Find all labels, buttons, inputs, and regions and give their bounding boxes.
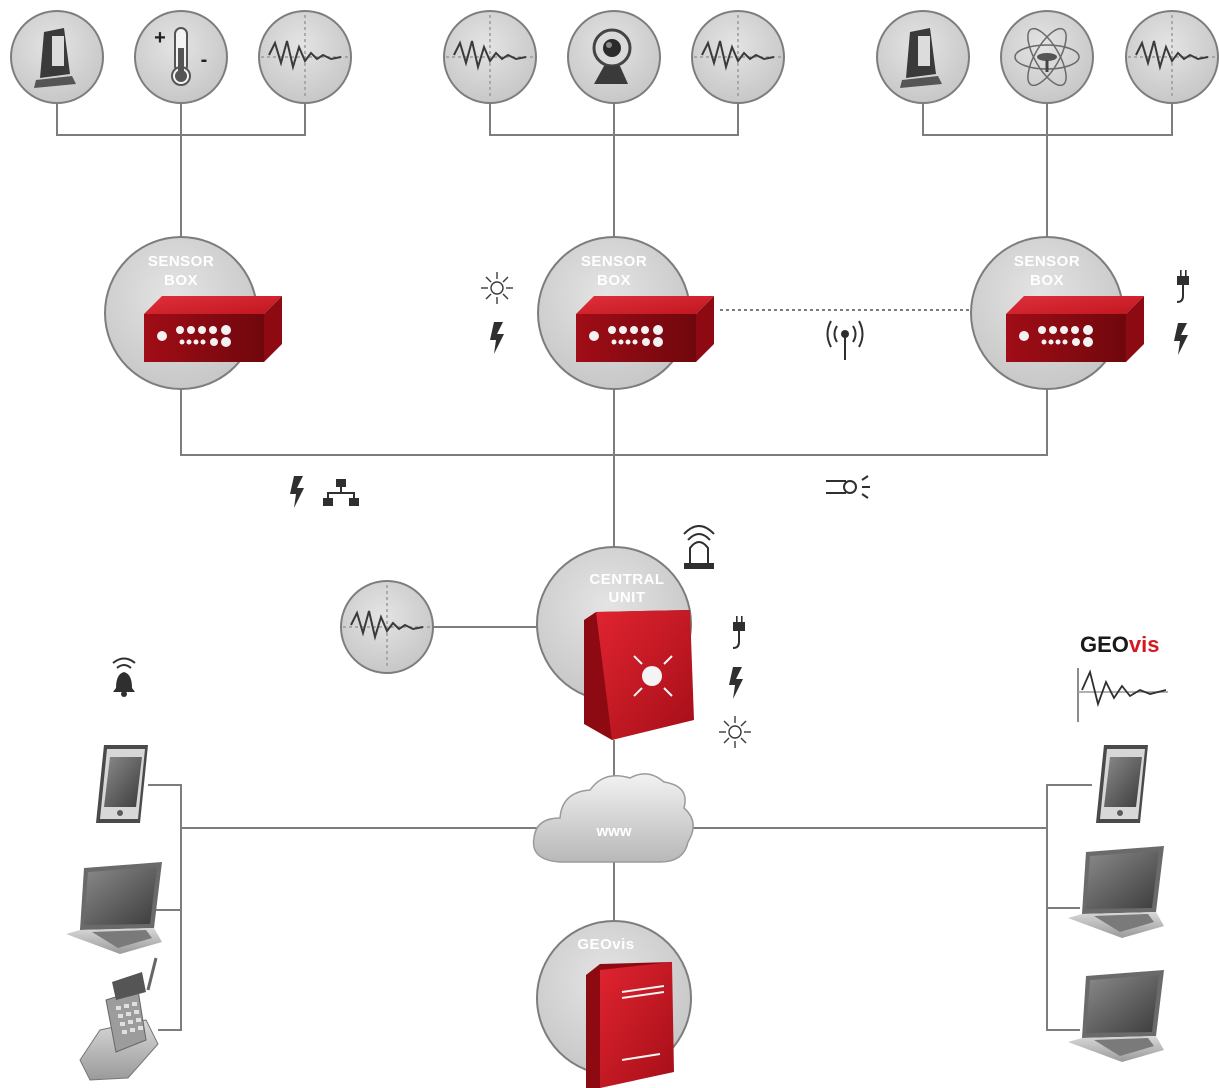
total-station-icon: [34, 28, 76, 88]
sensor-box-device: [1006, 296, 1144, 362]
sensor-group-2: [443, 10, 785, 104]
svg-text:-: -: [201, 49, 208, 71]
sensor-group-3: [876, 10, 1219, 104]
total-station-icon: [900, 28, 942, 88]
laptop-icon[interactable]: [1068, 970, 1164, 1062]
central-unit[interactable]: CENTRAL UNIT: [536, 546, 694, 740]
sensor-box-device: [144, 296, 282, 362]
central-unit-label-line2: UNIT: [609, 589, 646, 606]
central-unit-label-line1: CENTRAL: [589, 571, 664, 588]
sensor-box-2[interactable]: SENSOR BOX: [537, 236, 714, 390]
gnss-sensor: [1000, 10, 1094, 104]
waveform-sensor: [1125, 10, 1219, 104]
plug-icon: [1176, 269, 1190, 303]
total-station-sensor: [876, 10, 970, 104]
wireless-icon: [826, 320, 864, 360]
sensor-box-3[interactable]: SENSOR BOX: [970, 236, 1144, 390]
server-device: [586, 962, 674, 1088]
connection-lines: [56, 102, 1173, 1031]
sensor-box-label-line2: BOX: [1030, 272, 1064, 289]
laptop-icon[interactable]: [66, 862, 162, 954]
brand-prefix: GEO: [1080, 632, 1129, 657]
lightning-icon: [290, 476, 304, 508]
central-unit-device: [584, 610, 694, 740]
sensor-box-label-line2: BOX: [164, 272, 198, 289]
side-waveform-sensor: [340, 580, 434, 674]
total-station-sensor: [10, 10, 104, 104]
lightning-icon: [729, 667, 743, 699]
sun-icon: [480, 271, 514, 305]
lightning-icon: [1174, 323, 1188, 355]
sensor-group-1: + -: [10, 10, 352, 104]
svg-text:GEOvis: GEOvis: [1080, 632, 1160, 657]
sensor-box-label-line2: BOX: [597, 272, 631, 289]
laptop-icon[interactable]: [1068, 846, 1164, 938]
internet-cloud: www: [532, 773, 694, 863]
sensor-box-label-line1: SENSOR: [148, 253, 214, 270]
sun-icon: [718, 715, 752, 749]
lightning-icon: [490, 322, 504, 354]
thermometer-sensor: + -: [134, 10, 228, 104]
waveform-sensor: [691, 10, 785, 104]
brand-suffix: vis: [1129, 632, 1160, 657]
gnss-icon: [1014, 27, 1080, 87]
waveform-sensor: [443, 10, 537, 104]
sensor-box-device: [576, 296, 714, 362]
svg-text:+: +: [154, 27, 166, 49]
webcam-icon: [592, 28, 632, 84]
smartphone-icon[interactable]: [1096, 745, 1148, 823]
bell-icon: [112, 657, 136, 697]
sensor-box-1[interactable]: SENSOR BOX: [104, 236, 282, 390]
plug-icon: [732, 615, 746, 649]
server-label: GEOvis: [577, 936, 634, 953]
sensor-box-label-line1: SENSOR: [581, 253, 647, 270]
geovis-logo: GEOvis: [1077, 632, 1168, 722]
waveform-sensor: [258, 10, 352, 104]
alarm-light-icon: [683, 525, 715, 569]
cordless-phone-icon[interactable]: [79, 957, 159, 1081]
network-icon: [323, 479, 359, 506]
sensor-box-label-line1: SENSOR: [1014, 253, 1080, 270]
webcam-sensor: [567, 10, 661, 104]
smartphone-icon[interactable]: [96, 745, 148, 823]
fiber-icon: [826, 475, 870, 499]
cloud-label: www: [595, 823, 631, 840]
geovis-server[interactable]: GEOvis: [536, 920, 692, 1088]
thermometer-icon: + -: [154, 27, 208, 86]
